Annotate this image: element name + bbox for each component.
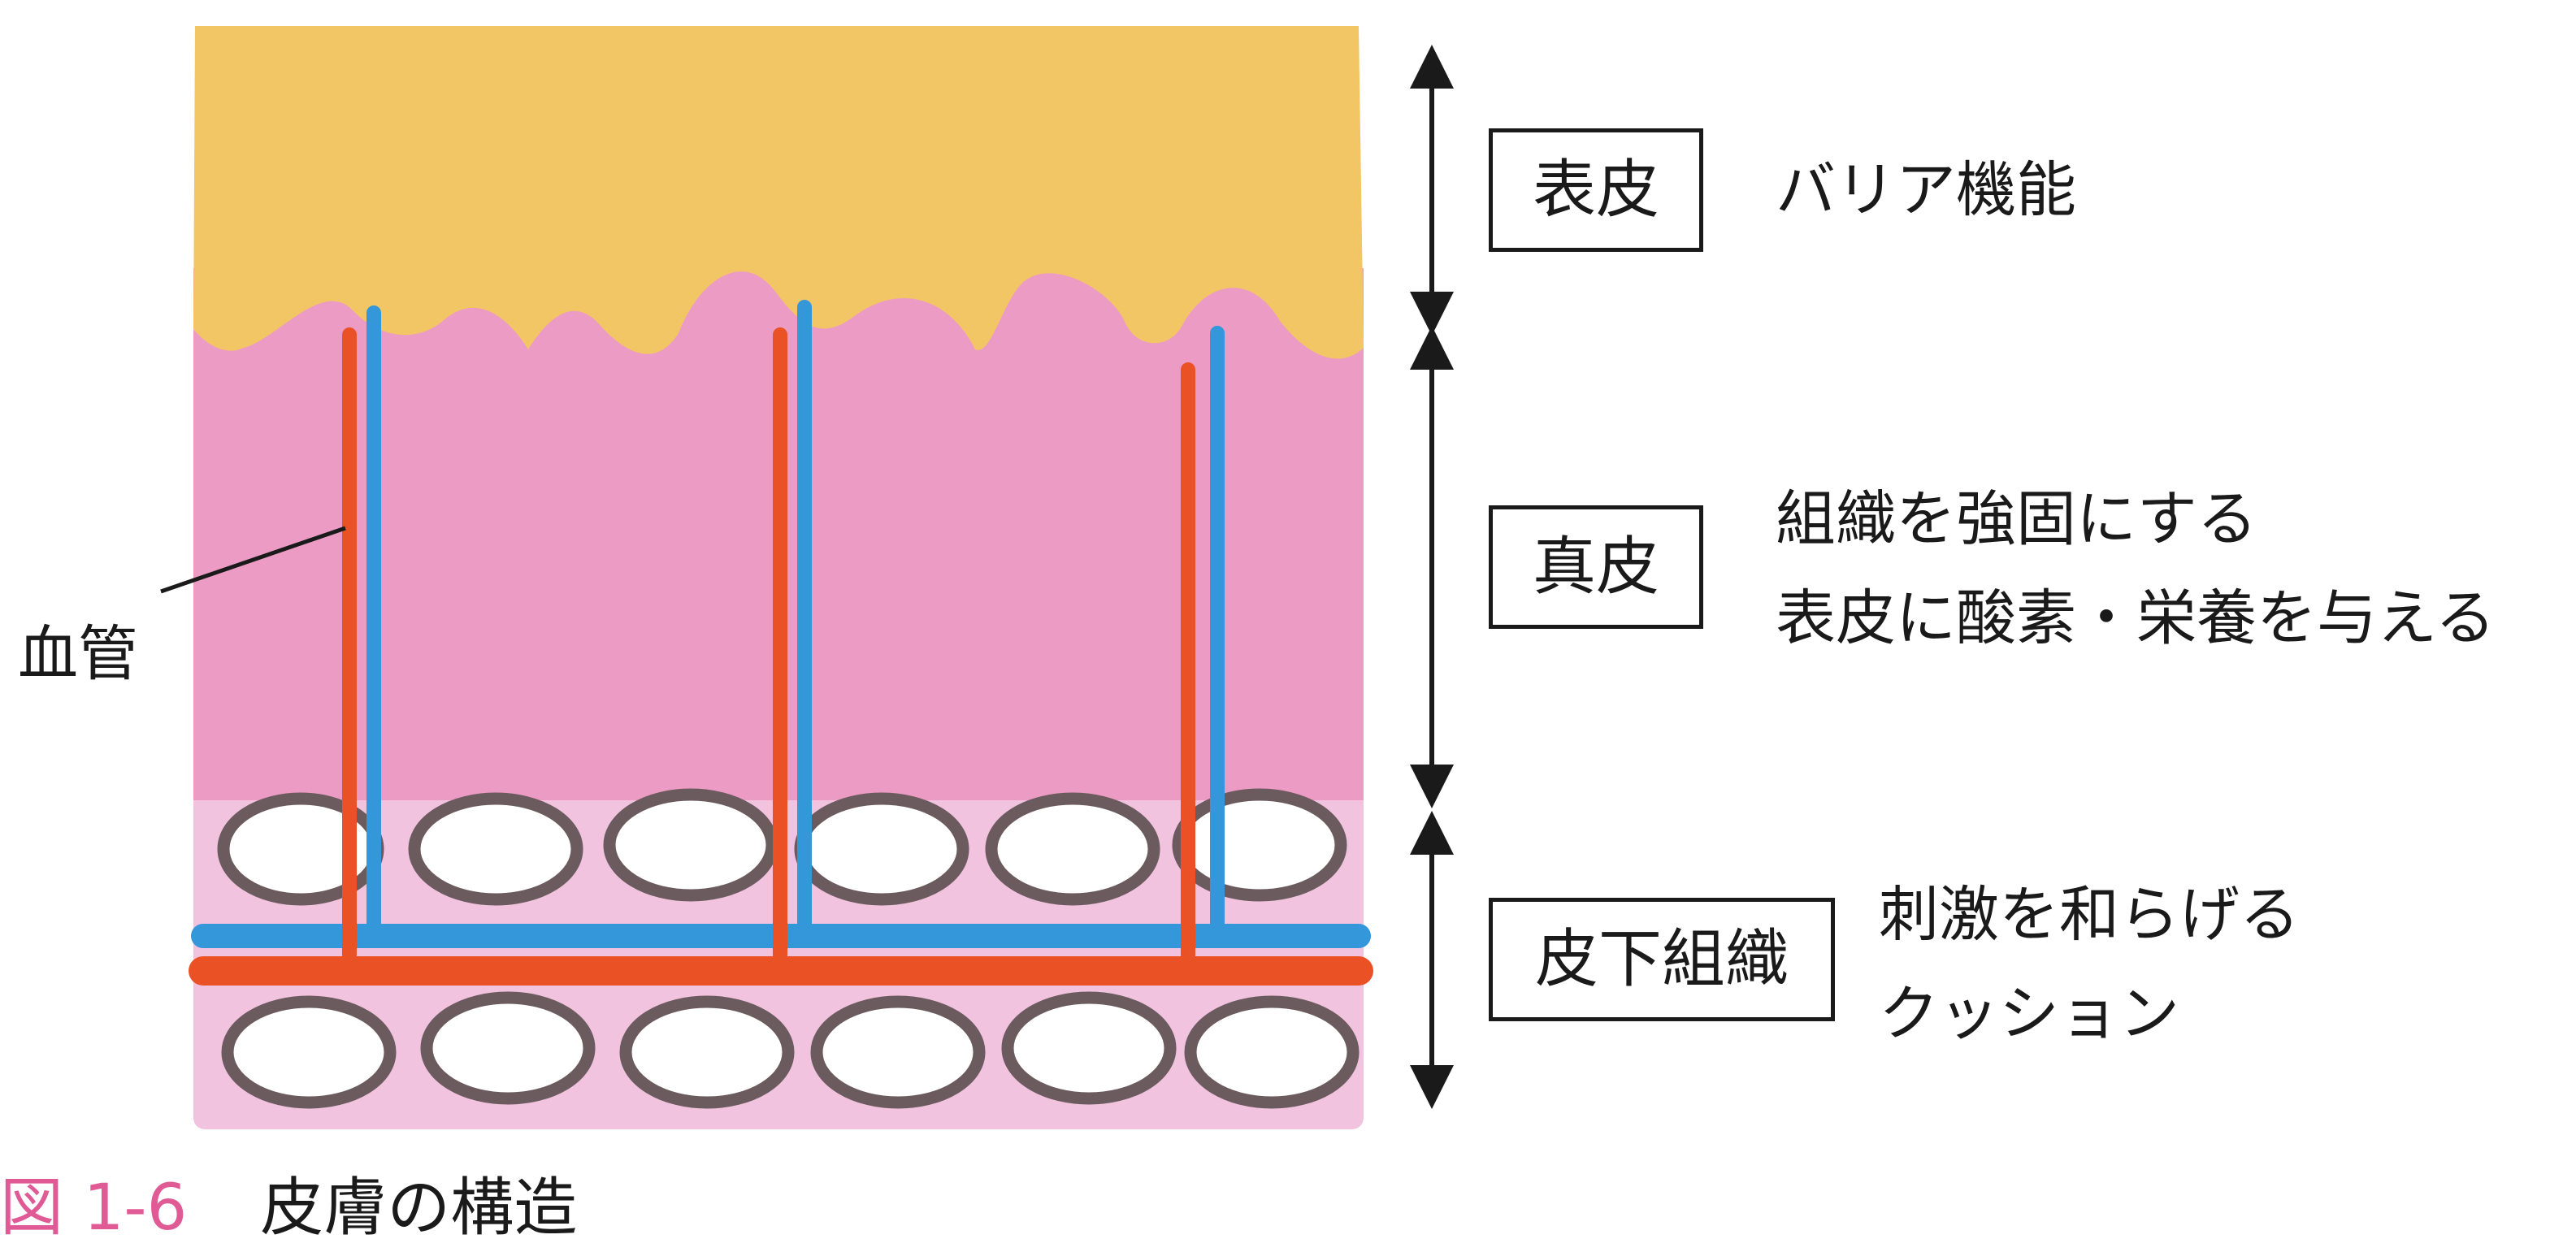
- epidermis-function: バリア機能: [1776, 141, 2076, 240]
- fat-cell: [603, 788, 778, 902]
- fat-cell: [1184, 995, 1360, 1109]
- figure-number: 図 1-6: [0, 1172, 188, 1245]
- subcutis-function-line: 刺激を和らげる: [1879, 880, 2300, 950]
- dermis-function-line: 組織を強固にする: [1776, 484, 2257, 554]
- epidermis-function-line: バリア機能: [1776, 155, 2076, 225]
- dermis-function-line: 表皮に酸素・栄養を与える: [1776, 583, 2496, 653]
- subcutis-label-box: 皮下組織: [1489, 898, 1835, 1021]
- fat-cell: [408, 792, 583, 906]
- fat-cell: [985, 792, 1160, 906]
- dermis-label-box: 真皮: [1489, 505, 1703, 629]
- fat-cell: [221, 995, 397, 1109]
- epidermis-label-box: 表皮: [1489, 128, 1703, 252]
- fat-cell: [1172, 788, 1347, 902]
- fat-cell: [420, 991, 596, 1105]
- fat-cell: [810, 995, 986, 1109]
- figure-title: 皮膚の構造: [260, 1172, 578, 1245]
- epidermis-layer: [193, 26, 1364, 359]
- fat-cells: [217, 788, 1360, 1109]
- vessel-leader-line: [160, 526, 346, 594]
- fat-cell: [1001, 991, 1177, 1105]
- subcutis-function-line: クッション: [1879, 979, 2179, 1049]
- vessel-label: 血管: [18, 619, 138, 689]
- dermis-function: 組織を強固にする 表皮に酸素・栄養を与える: [1776, 470, 2496, 668]
- fat-cell: [619, 995, 795, 1109]
- fat-cell: [794, 792, 969, 906]
- subcutis-function: 刺激を和らげる クッション: [1879, 865, 2300, 1064]
